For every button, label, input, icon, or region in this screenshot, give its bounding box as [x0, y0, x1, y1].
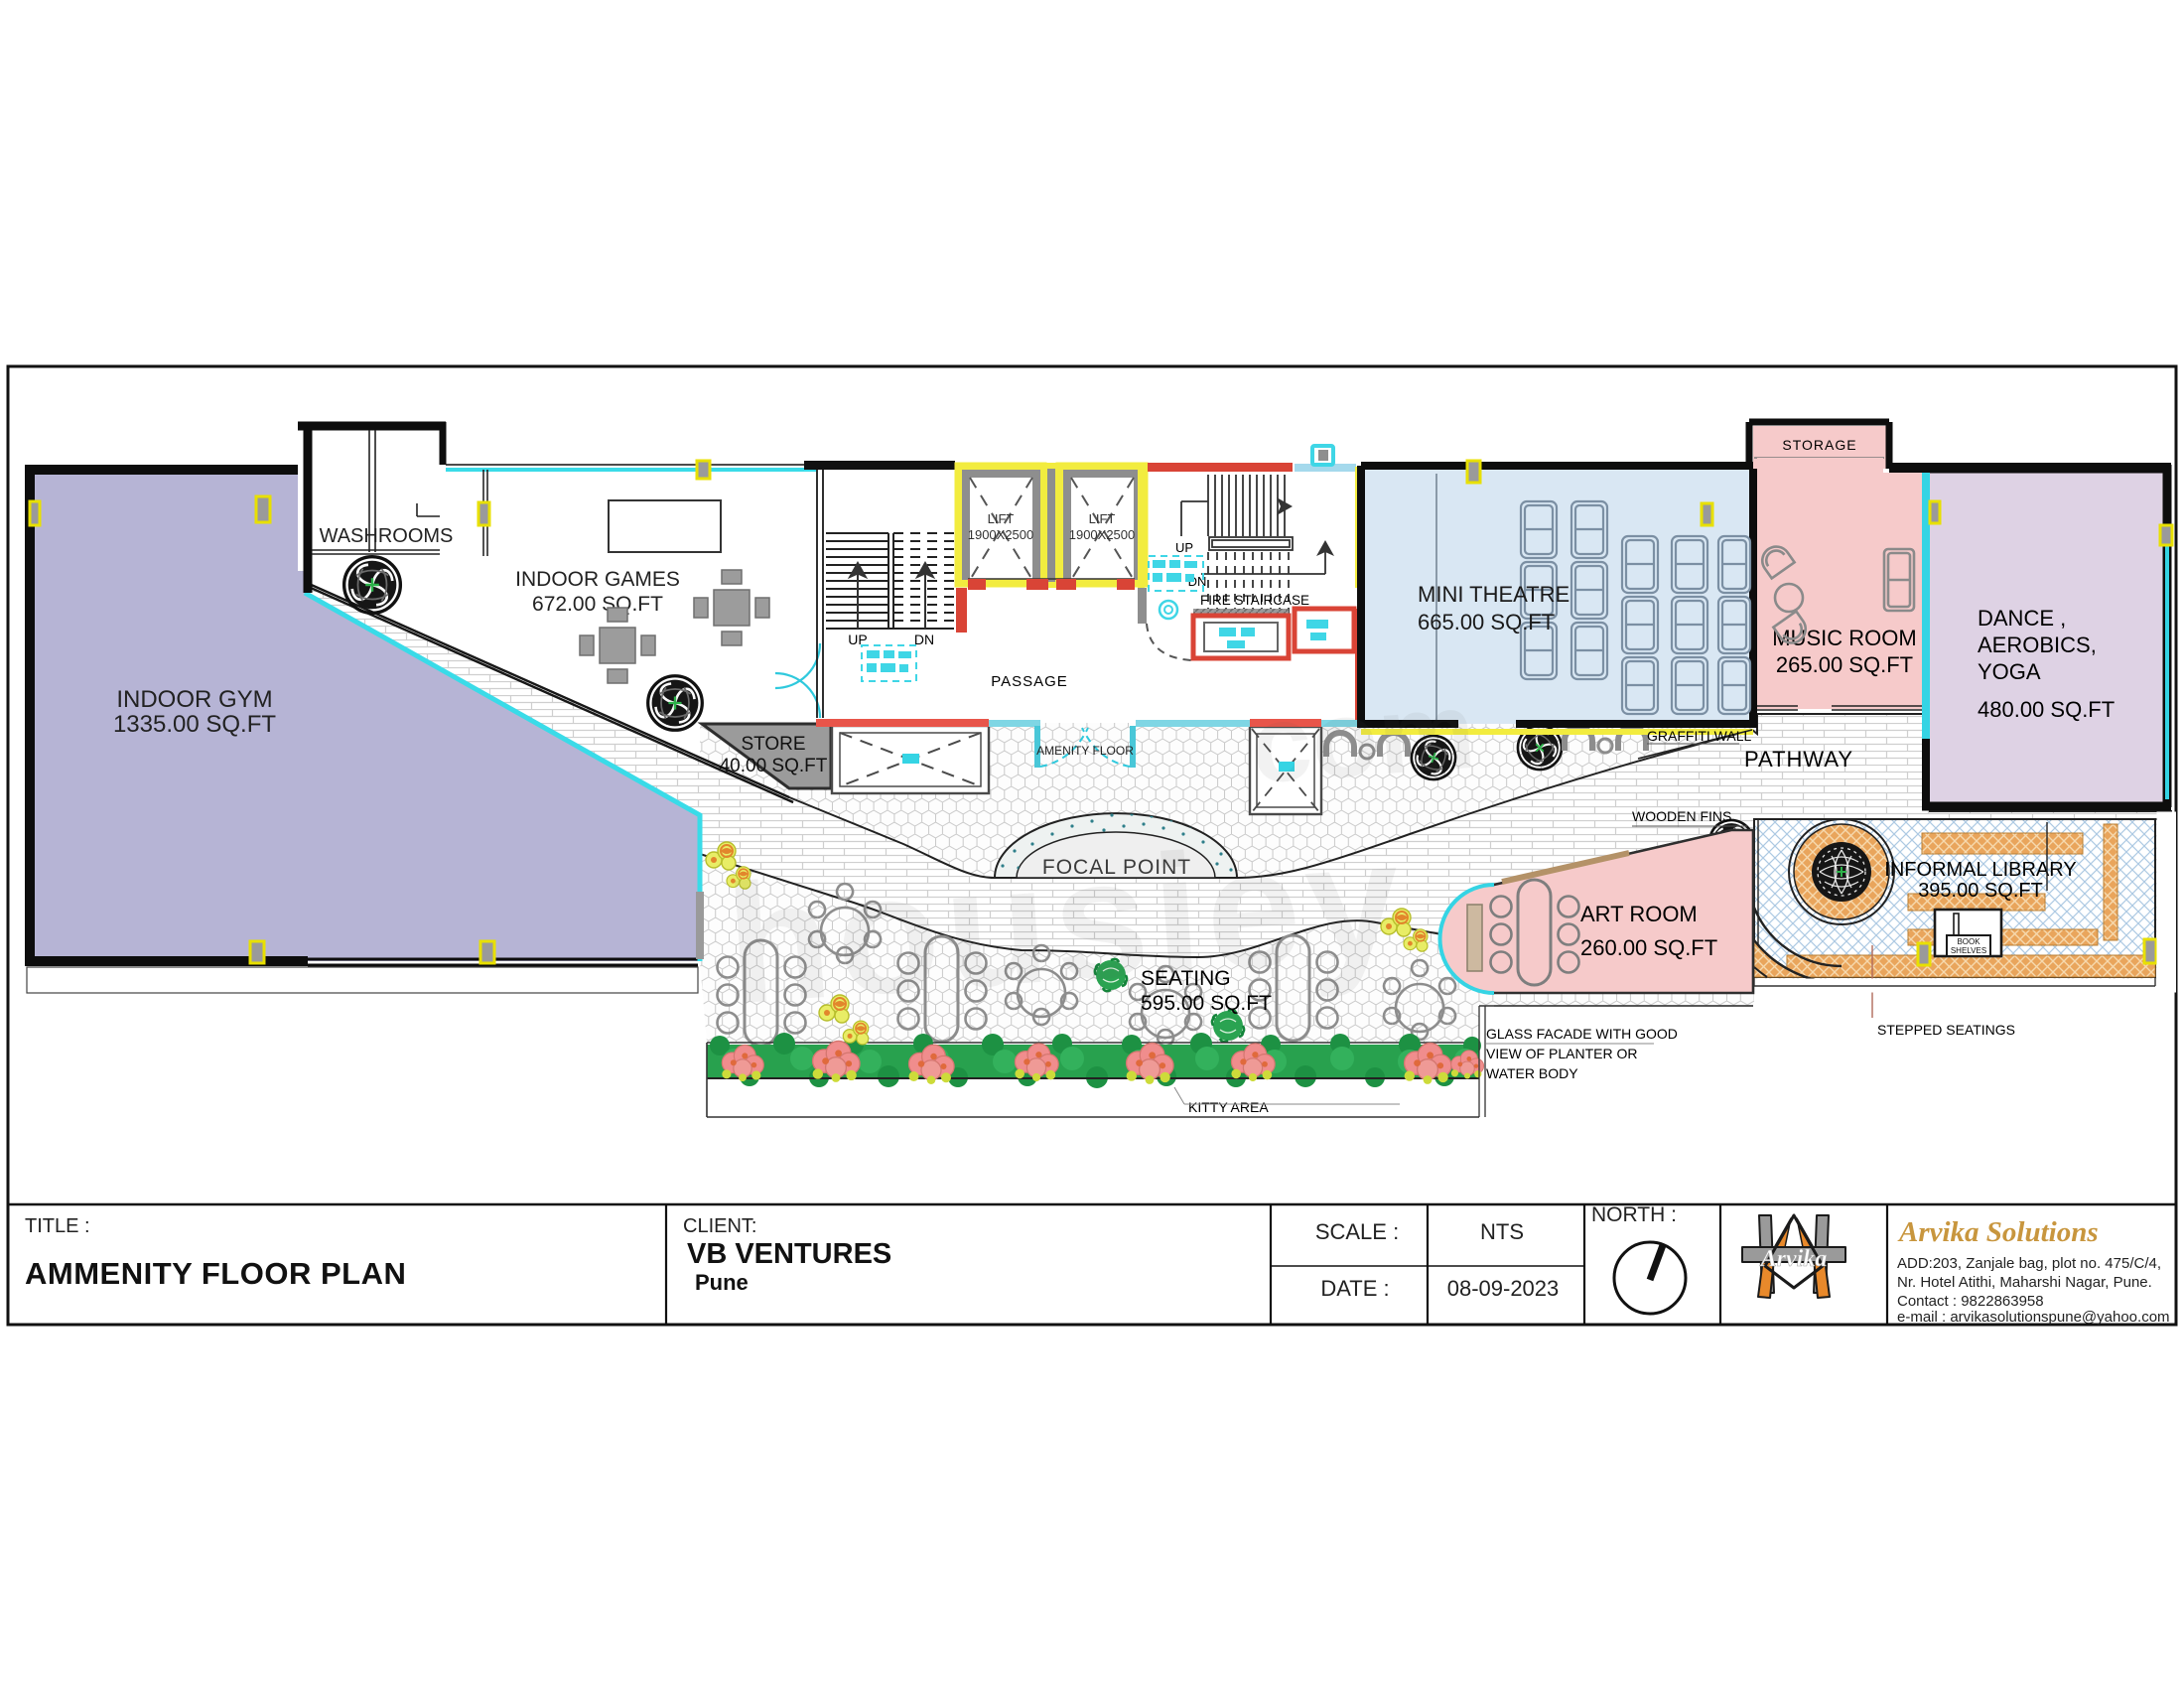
svg-text:265.00 SQ.FT: 265.00 SQ.FT — [1776, 652, 1913, 677]
svg-text:Contact : 9822863958: Contact : 9822863958 — [1897, 1293, 2044, 1310]
svg-text:LIFT: LIFT — [988, 511, 1015, 526]
svg-text:PASSAGE: PASSAGE — [991, 673, 1068, 690]
svg-text:FIRE STAIRCASE: FIRE STAIRCASE — [1200, 593, 1309, 608]
svg-text:SEATING: SEATING — [1141, 967, 1231, 990]
svg-text:INFORMAL LIBRARY: INFORMAL LIBRARY — [1884, 859, 2076, 881]
svg-text:CLIENT:: CLIENT: — [683, 1215, 756, 1237]
svg-text:Nr. Hotel Atithi, Maharshi Nag: Nr. Hotel Atithi, Maharshi Nagar, Pune. — [1897, 1274, 2152, 1291]
svg-text:STEPPED SEATINGS: STEPPED SEATINGS — [1877, 1022, 2015, 1038]
svg-text:VIEW OF PLANTER OR: VIEW OF PLANTER OR — [1486, 1046, 1637, 1061]
svg-text:Arvika Solutions: Arvika Solutions — [1897, 1216, 2099, 1248]
svg-text:ADD:203, Zanjale bag, plot no.: ADD:203, Zanjale bag, plot no. 475/C/4, — [1897, 1255, 2161, 1272]
svg-text:NORTH :: NORTH : — [1591, 1203, 1677, 1226]
svg-text:GRAFFITI WALL: GRAFFITI WALL — [1647, 728, 1751, 744]
svg-text:e-mail : arvikasolutionspune@y: e-mail : arvikasolutionspune@yahoo.com — [1897, 1309, 2170, 1326]
svg-text:GLASS FACADE WITH GOOD: GLASS FACADE WITH GOOD — [1486, 1026, 1678, 1042]
svg-text:395.00 SQ.FT: 395.00 SQ.FT — [1918, 880, 2043, 902]
svg-text:260.00 SQ.FT: 260.00 SQ.FT — [1580, 935, 1717, 960]
svg-text:40.00 SQ.FT: 40.00 SQ.FT — [720, 756, 828, 776]
svg-text:1335.00 SQ.FT: 1335.00 SQ.FT — [113, 711, 276, 738]
svg-text:08-09-2023: 08-09-2023 — [1447, 1276, 1560, 1301]
svg-text:MINI THEATRE: MINI THEATRE — [1418, 582, 1570, 607]
svg-text:KITTY AREA: KITTY AREA — [1188, 1099, 1269, 1115]
svg-text:com: com — [1247, 669, 1479, 806]
svg-text:LIFT: LIFT — [1089, 511, 1116, 526]
svg-text:WATER BODY: WATER BODY — [1486, 1065, 1578, 1081]
svg-text:Arvika: Arvika — [1759, 1246, 1828, 1272]
svg-text:1900X2500: 1900X2500 — [1069, 527, 1136, 542]
svg-text:STORAGE: STORAGE — [1782, 437, 1856, 453]
svg-text:DN: DN — [914, 632, 934, 647]
svg-text:AMENITY FLOOR: AMENITY FLOOR — [1036, 744, 1134, 758]
svg-text:WASHROOMS: WASHROOMS — [320, 525, 454, 547]
svg-text:TITLE :: TITLE : — [25, 1215, 90, 1237]
svg-text:AEROBICS,: AEROBICS, — [1978, 633, 2097, 657]
svg-text:ART ROOM: ART ROOM — [1580, 902, 1698, 926]
svg-text:VB VENTURES: VB VENTURES — [687, 1238, 891, 1270]
svg-text:UP: UP — [848, 632, 867, 647]
svg-text:665.00 SQ.FT: 665.00 SQ.FT — [1418, 610, 1555, 634]
svg-text:INDOOR GYM: INDOOR GYM — [116, 686, 272, 713]
svg-text:DANCE ,: DANCE , — [1978, 606, 2066, 631]
svg-text:SHELVES: SHELVES — [1951, 946, 1986, 955]
svg-text:AMMENITY FLOOR PLAN: AMMENITY FLOOR PLAN — [25, 1256, 406, 1291]
svg-text:YOGA: YOGA — [1978, 659, 2041, 684]
svg-text:FOCAL POINT: FOCAL POINT — [1042, 856, 1191, 879]
svg-text:BOOK: BOOK — [1957, 937, 1980, 946]
svg-text:PATHWAY: PATHWAY — [1744, 747, 1853, 772]
svg-text:1900X2500: 1900X2500 — [968, 527, 1034, 542]
svg-text:595.00 SQ.FT: 595.00 SQ.FT — [1141, 992, 1272, 1015]
svg-text:DATE :: DATE : — [1320, 1276, 1389, 1301]
svg-text:UP: UP — [1175, 540, 1193, 555]
svg-text:INDOOR GAMES: INDOOR GAMES — [515, 568, 680, 591]
svg-text:SCALE :: SCALE : — [1315, 1219, 1399, 1244]
svg-text:480.00 SQ.FT: 480.00 SQ.FT — [1978, 697, 2115, 722]
svg-text:Pune: Pune — [695, 1270, 749, 1295]
svg-text:WOODEN FINS: WOODEN FINS — [1632, 808, 1731, 824]
svg-text:STORE: STORE — [741, 734, 805, 755]
svg-text:NTS: NTS — [1480, 1219, 1524, 1244]
svg-text:672.00 SQ.FT: 672.00 SQ.FT — [532, 593, 663, 616]
